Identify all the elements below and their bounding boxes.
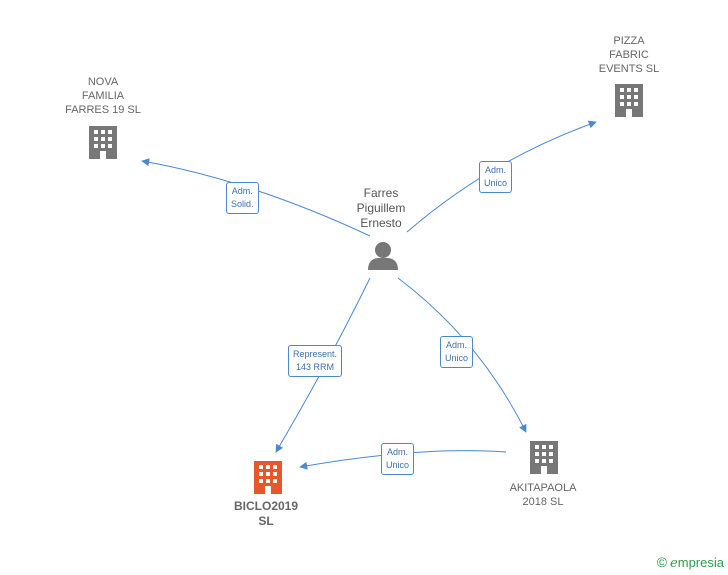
edge-label-akitapaola: Adm. Unico (440, 336, 474, 368)
copyright-icon: © (656, 554, 668, 570)
building-icon-biclo (254, 461, 282, 494)
building-icon-pizza (615, 84, 643, 117)
empresia-brand[interactable]: ©empresia (657, 554, 724, 571)
brand-name: mpresia (677, 555, 724, 570)
building-icon-nova (89, 126, 117, 159)
company-label-akitapaola[interactable]: AKITAPAOLA 2018 SL (509, 482, 577, 508)
building-icon-akitapaola (530, 441, 558, 474)
company-label-nova[interactable]: NOVA FAMILIA FARRES 19 SL (65, 76, 141, 116)
company-label-pizza[interactable]: PIZZA FABRIC EVENTS SL (598, 35, 660, 75)
edge-label-akita-biclo: Adm. Unico (381, 443, 415, 475)
person-name[interactable]: Farres Piguillem Ernesto (356, 186, 406, 230)
edge-label-nova: Adm. Solid. (226, 182, 259, 214)
edge-label-pizza: Adm. Unico (479, 161, 513, 193)
edge-label-biclo: Represent. 143 RRM (288, 345, 343, 377)
brand-initial: e (670, 556, 678, 571)
person-icon (368, 242, 398, 270)
company-label-biclo[interactable]: BICLO2019 SL (233, 499, 299, 528)
